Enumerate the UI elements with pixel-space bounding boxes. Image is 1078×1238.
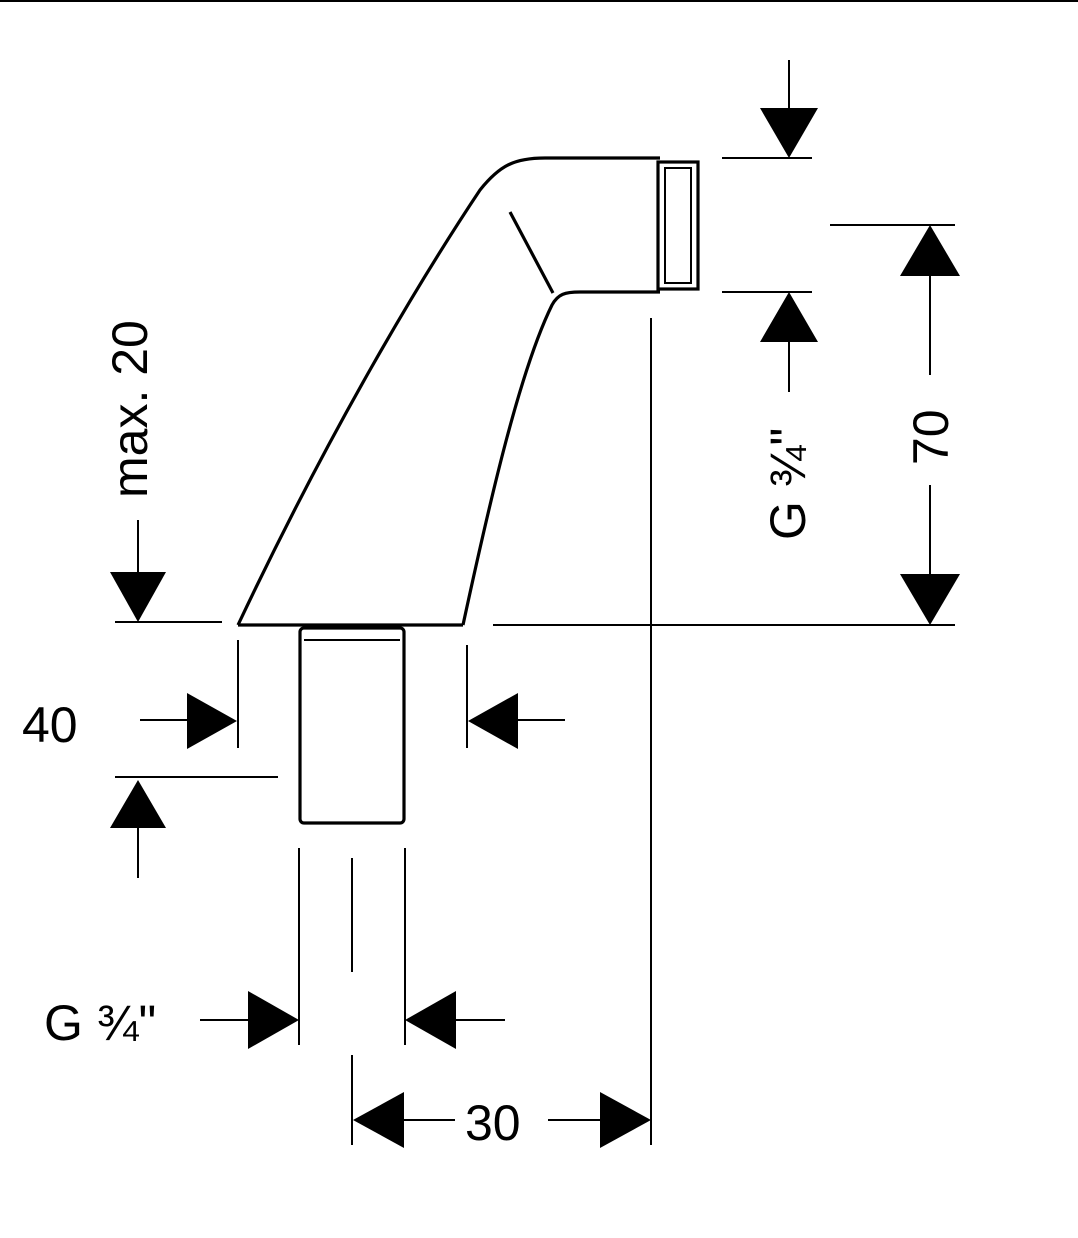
dimension-inlet-thread: G ¾" (44, 991, 505, 1051)
inlet-thread-right-arrow-icon (405, 991, 456, 1049)
outlet-thread-connector (656, 160, 700, 291)
outlet-thread-outer (656, 160, 700, 291)
spout-length-up-arrow-icon (110, 780, 166, 828)
outlet-thread-label: G ¾" (760, 428, 816, 540)
inlet-shank-outer (298, 626, 406, 825)
spout-inner-contour (461, 290, 660, 626)
dimension-outlet-thread: G ¾" (760, 60, 818, 540)
offset-label: 30 (465, 1095, 521, 1151)
max-depth-label: max. 20 (102, 320, 158, 498)
dimension-spout-length: 40 (22, 693, 565, 878)
inlet-thread-label: G ¾" (44, 995, 156, 1051)
height-label: 70 (903, 409, 959, 465)
spout-bevel-line (508, 211, 555, 294)
outlet-thread-down-arrow-icon (760, 108, 818, 158)
dimension-max-depth: max. 20 (102, 320, 166, 622)
outlet-thread-up-arrow-icon (760, 292, 818, 342)
spout-outer-contour (236, 156, 660, 626)
outlet-thread-inner (664, 167, 692, 284)
height-up-arrow-icon (900, 225, 960, 276)
spout-length-right-arrow-icon (468, 693, 518, 749)
max-depth-arrow-icon (110, 572, 166, 622)
spout-length-left-arrow-icon (187, 693, 237, 749)
spout-length-label: 40 (22, 697, 78, 753)
spout-body (236, 156, 660, 627)
dimension-offset: 30 (353, 1092, 651, 1151)
offset-left-arrow-icon (353, 1092, 404, 1148)
offset-right-arrow-icon (600, 1092, 651, 1148)
inlet-shank (298, 626, 406, 825)
inlet-thread-left-arrow-icon (248, 991, 299, 1049)
dimension-height: 70 (900, 225, 960, 625)
height-down-arrow-icon (900, 574, 960, 625)
